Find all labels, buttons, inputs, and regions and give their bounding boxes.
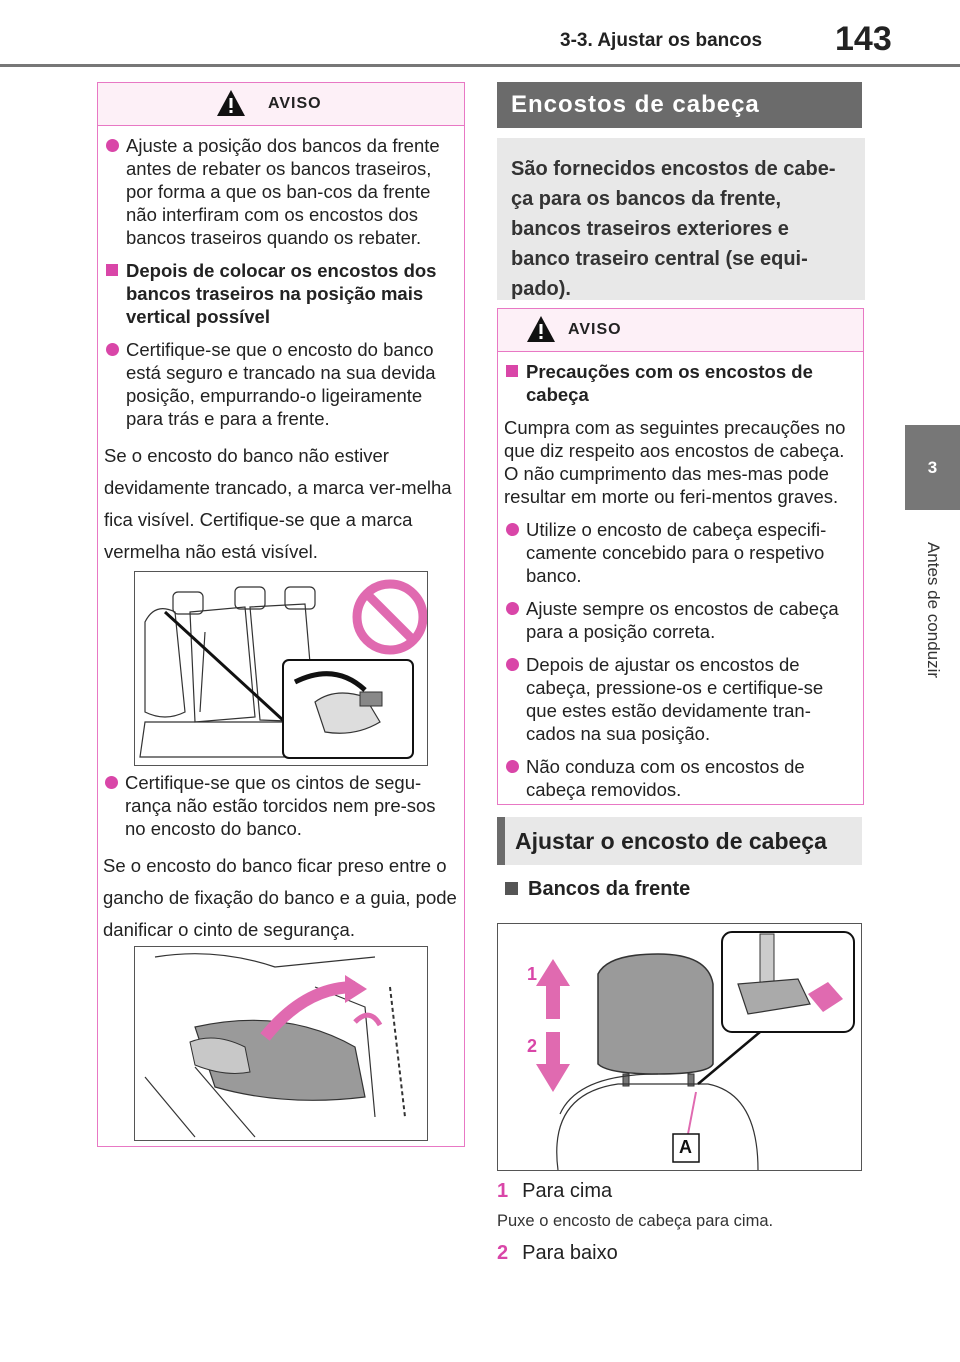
- headrest-section-title: Encostos de cabeça: [497, 82, 862, 128]
- headrest-illustration: [536, 931, 855, 1170]
- warning-paragraph: Cumpra com as seguintes precauções no qu…: [504, 417, 846, 507]
- figure-label-down: 2: [527, 1036, 538, 1056]
- warning-bullet: Ajuste sempre os encostos de cabeça para…: [504, 597, 855, 643]
- bullet-dot: [506, 658, 519, 671]
- seat-illustration: [139, 579, 427, 759]
- bullet-dot: [506, 523, 519, 536]
- warning-bullet: Ajuste a posição dos bancos da frente an…: [104, 134, 456, 249]
- step-label: Para baixo: [522, 1242, 618, 1264]
- prohibition-icon: [352, 579, 427, 655]
- warning-triangle-icon: [527, 316, 555, 342]
- step-down: 2 Para baixo: [497, 1242, 618, 1265]
- rear-seat-lock-figure: [134, 571, 428, 766]
- right-warning-box: AVISO Precauções com os encostos de cabe…: [497, 308, 864, 805]
- bullet-dot: [105, 776, 118, 789]
- bullet-square: [106, 264, 118, 276]
- heading-square: [505, 882, 518, 895]
- warning-header: AVISO: [498, 309, 863, 352]
- bullet-square: [506, 365, 518, 377]
- warning-bullet: Depois de ajustar os encostos de cabeça,…: [504, 653, 855, 745]
- header-rule: [0, 64, 960, 67]
- bullet-dot: [106, 139, 119, 152]
- adjust-headrest-title: Ajustar o encosto de cabeça: [497, 817, 862, 865]
- headrest-intro: São fornecidos encostos de cabe-ça para …: [497, 138, 865, 300]
- chapter-tab: 3: [905, 425, 960, 510]
- warning-paragraph: Se o encosto do banco ficar preso entre …: [103, 855, 457, 940]
- bullet-dot: [506, 760, 519, 773]
- chapter-label: Antes de conduzir: [905, 510, 960, 710]
- warning-bullet: Não conduza com os encostos de cabeça re…: [504, 755, 855, 801]
- step-up: 1 Para cima: [497, 1180, 612, 1203]
- warning-header: AVISO: [98, 83, 464, 126]
- warning-bullet: Utilize o encosto de cabeça especifi-cam…: [504, 518, 855, 587]
- figure-label-lock: A: [679, 1137, 692, 1157]
- step-number: 2: [497, 1242, 509, 1264]
- step-label: Para cima: [522, 1180, 613, 1202]
- warning-bullet: Certifique-se que os cintos de segu-ranç…: [103, 771, 458, 840]
- step-up-description: Puxe o encosto de cabeça para cima.: [497, 1212, 774, 1230]
- warning-triangle-icon: [217, 90, 245, 116]
- page-number: 143: [835, 20, 892, 58]
- chapter-label-text: Antes de conduzir: [923, 541, 943, 679]
- figure-label-up: 1: [527, 964, 538, 984]
- bullet-dot: [506, 602, 519, 615]
- warning-subheading: Depois de colocar os encostos dos bancos…: [104, 259, 456, 328]
- headrest-adjust-figure: 1 2 A: [497, 923, 862, 1171]
- warning-label: AVISO: [268, 95, 322, 112]
- warning-paragraph: Se o encosto do banco não estiver devida…: [104, 445, 452, 562]
- seatbelt-figure: [134, 946, 428, 1141]
- section-title: 3-3. Ajustar os bancos: [560, 30, 763, 51]
- front-seats-heading: Bancos da frente: [505, 878, 690, 901]
- chapter-number: 3: [927, 457, 938, 477]
- warning-bullet: Certifique-se que o encosto do banco est…: [104, 338, 456, 430]
- seatbelt-illustration: [144, 953, 406, 1138]
- bullet-dot: [106, 343, 119, 356]
- step-number: 1: [497, 1180, 509, 1202]
- warning-label: AVISO: [568, 321, 622, 338]
- warning-subheading: Precauções com os encostos de cabeça: [504, 360, 855, 406]
